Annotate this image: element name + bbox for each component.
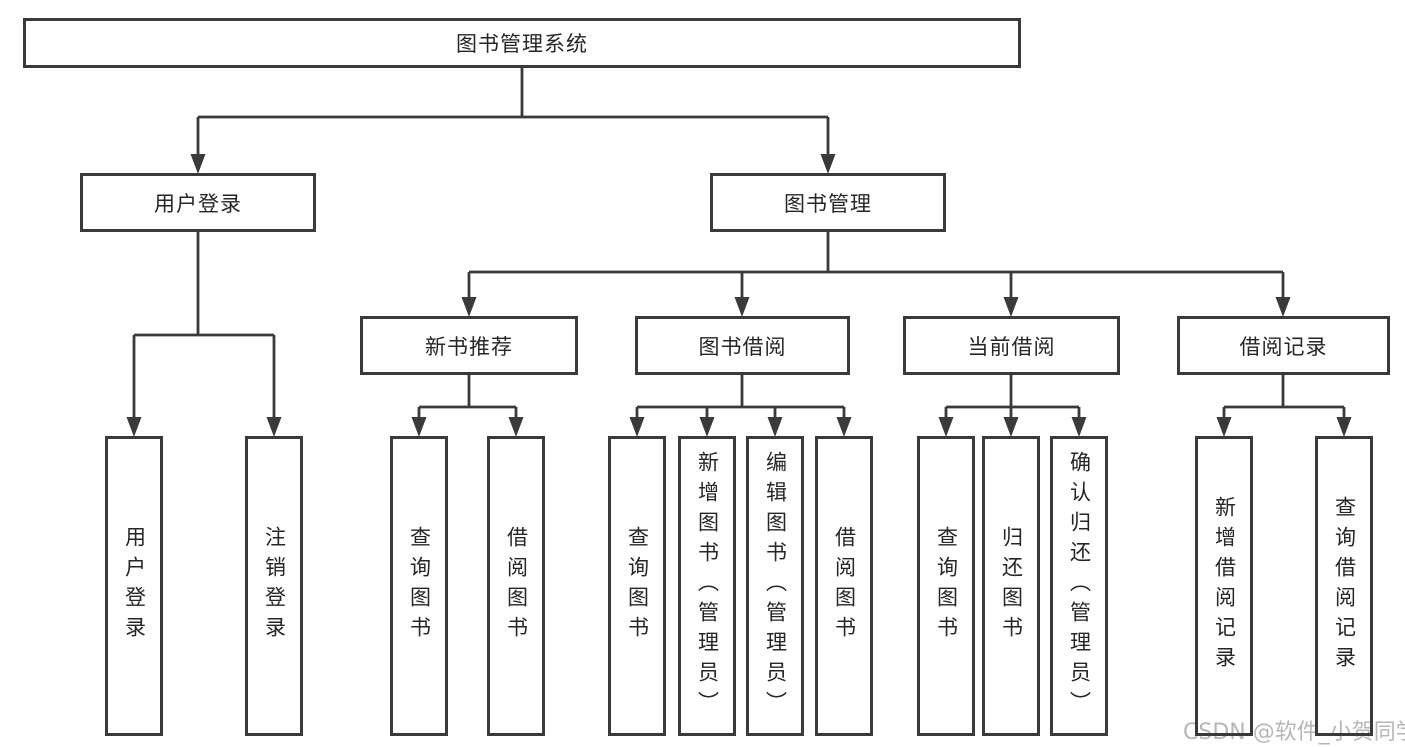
leaf-query-books-recommend: 查询图书 <box>390 436 448 736</box>
leaf-user-login: 用户登录 <box>105 436 163 736</box>
node-borrow-records: 借阅记录 <box>1177 316 1390 375</box>
node-current-borrow: 当前借阅 <box>903 316 1120 375</box>
node-user-login: 用户登录 <box>80 173 316 232</box>
leaf-borrow-books-recommend: 借阅图书 <box>487 436 545 736</box>
node-new-book-recommend: 新书推荐 <box>360 316 578 375</box>
node-book-management: 图书管理 <box>710 173 946 232</box>
leaf-query-books-current: 查询图书 <box>917 436 975 736</box>
leaf-confirm-return-admin: 确认归还（管理员） <box>1050 436 1108 736</box>
leaf-logout-login: 注销登录 <box>245 436 303 736</box>
leaf-query-books-borrow: 查询图书 <box>608 436 666 736</box>
watermark: CSDN @软件_小贺同学 <box>1183 720 1405 745</box>
arrowhead-icons <box>126 154 1352 437</box>
node-book-borrow: 图书借阅 <box>635 316 850 375</box>
leaf-borrow-books: 借阅图书 <box>815 436 873 736</box>
leaf-add-books-admin: 新增图书（管理员） <box>678 436 736 736</box>
leaf-edit-books-admin: 编辑图书（管理员） <box>746 436 804 736</box>
leaf-query-borrow-record: 查询借阅记录 <box>1315 436 1373 736</box>
leaf-add-borrow-record: 新增借阅记录 <box>1195 436 1253 736</box>
node-root-system: 图书管理系统 <box>23 18 1021 68</box>
leaf-return-books: 归还图书 <box>982 436 1040 736</box>
